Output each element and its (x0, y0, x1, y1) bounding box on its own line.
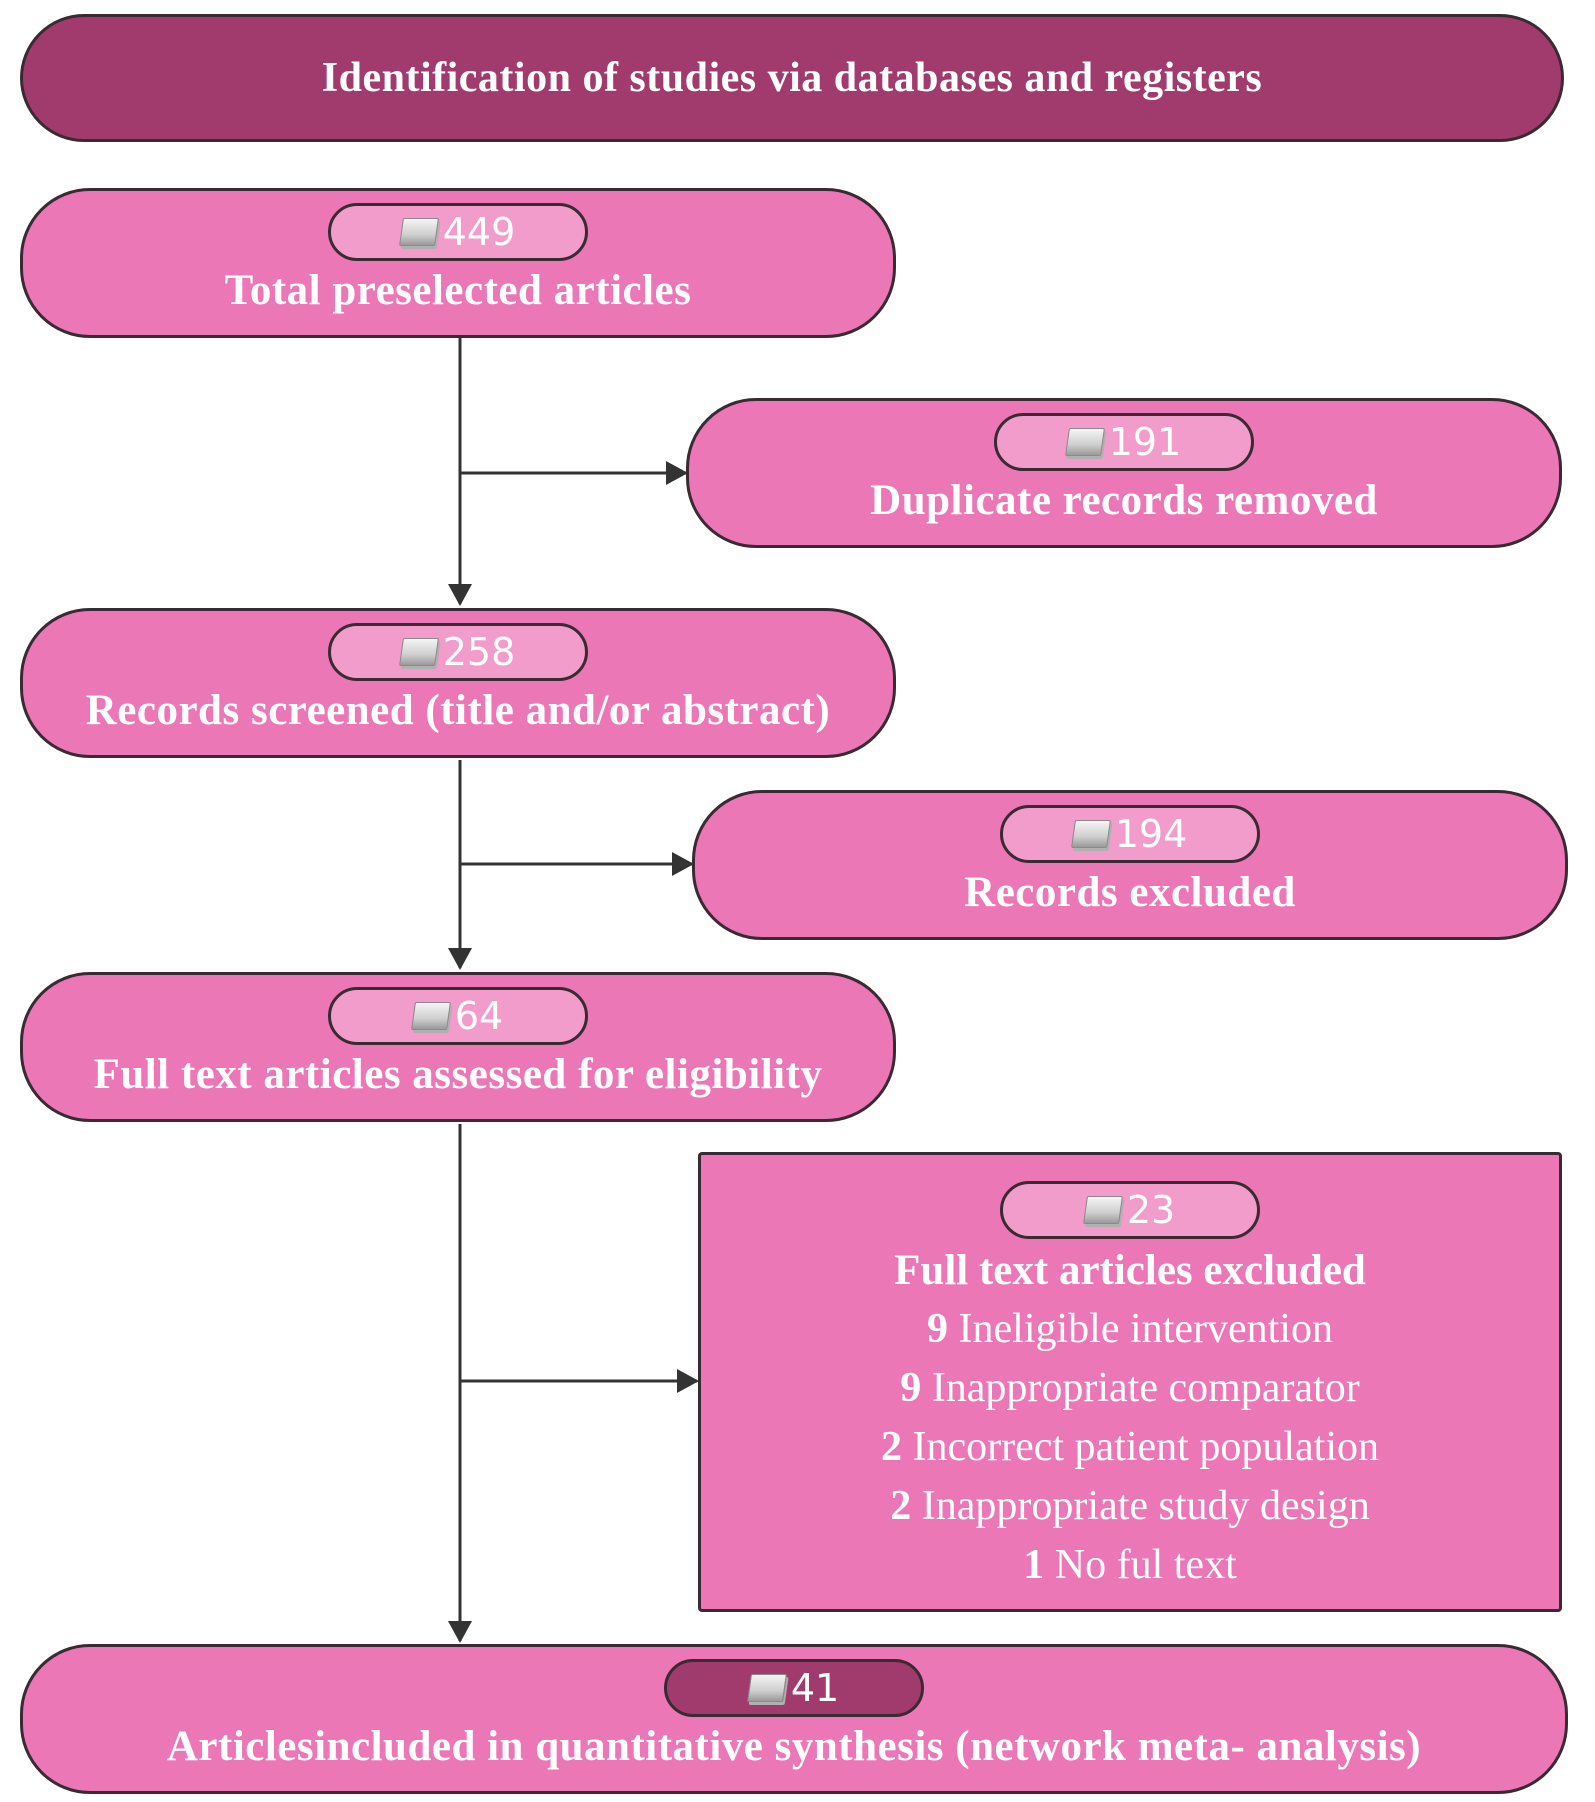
exclusion-reason: 9 Inappropriate comparator (701, 1359, 1559, 1418)
count-badge: 258 (328, 623, 588, 681)
count-value: 64 (454, 994, 504, 1038)
identification-header-title: Identification of studies via databases … (321, 55, 1263, 101)
node-label: Records excluded (964, 869, 1296, 916)
book-icon (398, 638, 439, 666)
exclusion-reason: 2 Incorrect patient population (701, 1418, 1559, 1477)
reason-text: Inappropriate comparator (931, 1365, 1360, 1411)
node-full-text-assessed: 64 Full text articles assessed for eligi… (20, 972, 896, 1122)
count-badge: 449 (328, 203, 588, 261)
count-value: 449 (442, 210, 516, 254)
reason-text: Ineligible intervention (958, 1306, 1333, 1352)
exclusion-details: Full text articles excluded 9 Ineligible… (701, 1241, 1559, 1595)
count-value: 23 (1126, 1188, 1176, 1232)
book-icon (1064, 428, 1105, 456)
reason-count: 2 (890, 1483, 912, 1529)
count-value: 41 (790, 1666, 840, 1710)
count-badge: 191 (994, 413, 1254, 471)
exclusion-reason: 9 Ineligible intervention (701, 1300, 1559, 1359)
count-badge: 194 (1000, 805, 1260, 863)
exclusion-title: Full text articles excluded (894, 1247, 1366, 1294)
reason-count: 2 (881, 1424, 902, 1470)
exclusion-reason: 2 Inappropriate study design (701, 1477, 1559, 1536)
reason-count: 9 (900, 1365, 922, 1411)
node-label: Duplicate records removed (870, 477, 1378, 524)
node-label: Articlesincluded in quantitative synthes… (166, 1723, 1422, 1770)
book-icon (1082, 1196, 1123, 1224)
count-badge: 23 (1000, 1181, 1260, 1239)
node-label: Records screened (title and/or abstract) (85, 687, 831, 734)
count-badge: 64 (328, 987, 588, 1045)
node-total-preselected: 449 Total preselected articles (20, 188, 896, 338)
node-records-screened: 258 Records screened (title and/or abstr… (20, 608, 896, 758)
node-label: Full text articles assessed for eligibil… (93, 1051, 823, 1098)
node-duplicates-removed: 191 Duplicate records removed (686, 398, 1562, 548)
book-icon (410, 1002, 451, 1030)
reason-text: Inappropriate study design (921, 1483, 1370, 1529)
book-icon (1070, 820, 1111, 848)
node-full-text-excluded: 23 Full text articles excluded 9 Ineligi… (698, 1152, 1562, 1612)
identification-header: Identification of studies via databases … (20, 14, 1564, 142)
reason-count: 1 (1023, 1542, 1045, 1588)
node-articles-included: 41 Articlesincluded in quantitative synt… (20, 1644, 1568, 1794)
node-label: Total preselected articles (224, 267, 692, 314)
count-value: 194 (1114, 812, 1188, 856)
reason-text: No ful text (1054, 1542, 1237, 1588)
count-value: 191 (1108, 420, 1182, 464)
book-icon (746, 1674, 787, 1702)
book-icon (398, 218, 439, 246)
reason-text: Incorrect patient population (912, 1424, 1380, 1470)
exclusion-reason: 1 No ful text (701, 1536, 1559, 1595)
count-value: 258 (442, 630, 516, 674)
node-records-excluded: 194 Records excluded (692, 790, 1568, 940)
reason-count: 9 (927, 1306, 949, 1352)
count-badge: 41 (664, 1659, 924, 1717)
